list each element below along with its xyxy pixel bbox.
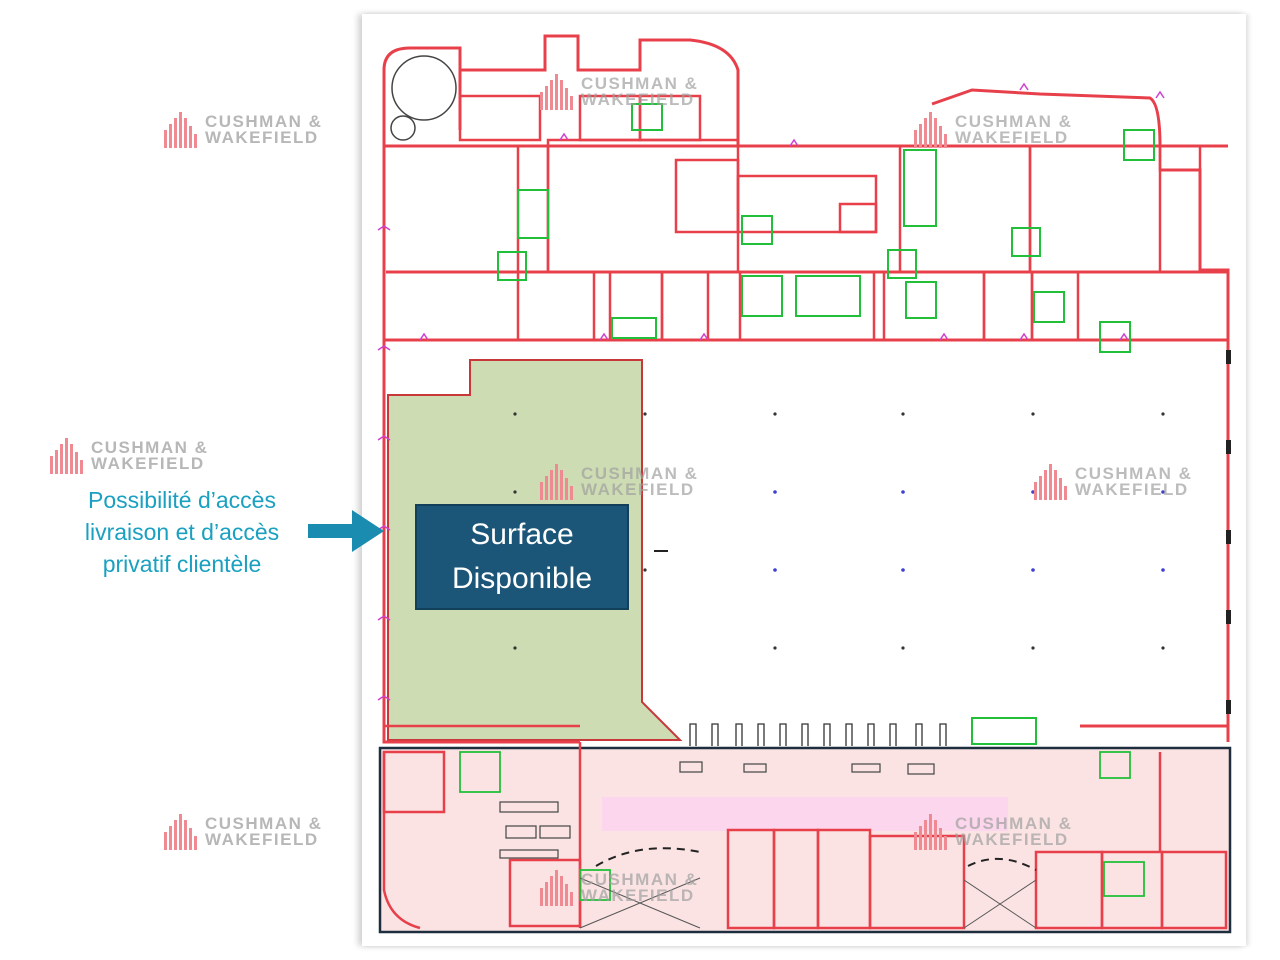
tank-small (390, 115, 416, 141)
surface-label-line1: Surface (470, 518, 574, 551)
lower-partitions (459, 751, 1145, 901)
column-dots (513, 412, 1165, 650)
lower-zone-highlight (602, 797, 1008, 831)
access-annotation-line: livraison et d’accès (84, 519, 280, 545)
access-annotation: Possibilité d’accès livraison et d’accès… (50, 484, 314, 580)
lower-zone (380, 748, 1230, 932)
access-annotation-line: Possibilité d’accès (88, 487, 276, 513)
loading-docks (689, 723, 947, 746)
lower-zone-frame (378, 746, 1232, 934)
cross-marks (579, 877, 1037, 929)
column-dots-blue (773, 490, 1165, 572)
lower-rooms (382, 724, 1228, 930)
door-markers (377, 82, 1165, 701)
dash-mark (654, 550, 668, 552)
lower-dashed-paths (595, 847, 1037, 871)
access-arrow-shape (308, 510, 384, 552)
surface-label-line2: Disponible (451, 562, 593, 595)
lower-fixtures (499, 761, 935, 859)
right-wall-posts (1226, 350, 1231, 714)
partitions (497, 103, 1155, 745)
tank-large (391, 55, 457, 121)
surface-label: Surface Disponible (415, 504, 629, 610)
upper-rooms (458, 94, 1202, 342)
access-annotation-line: privatif clientèle (102, 551, 262, 577)
